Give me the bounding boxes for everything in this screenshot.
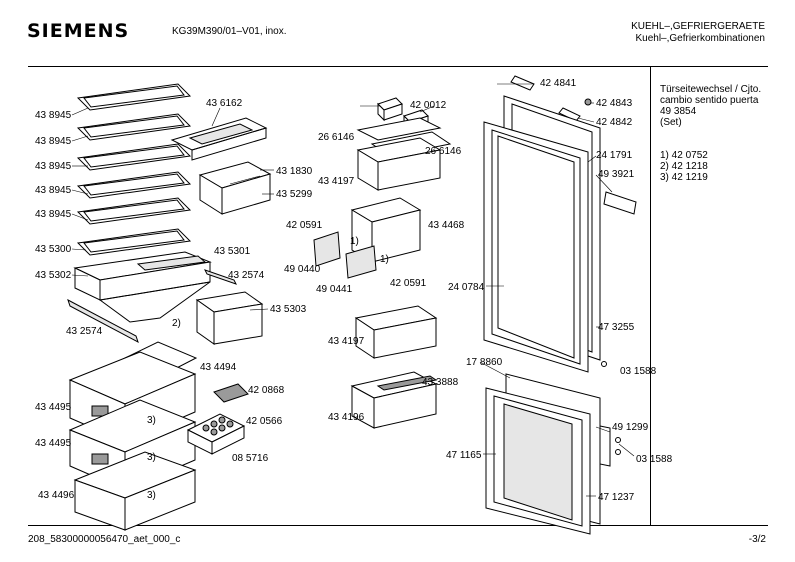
doors-illustration — [483, 75, 637, 535]
glass-shelves-illustration — [67, 83, 264, 345]
notes-divider — [650, 66, 651, 525]
part-label-p52: 47 1237 — [598, 492, 635, 503]
part-label-p14: 43 2574 — [66, 326, 103, 337]
part-label-p50: 03 1588 — [636, 454, 673, 465]
part-label-p22: 3) — [147, 490, 156, 501]
note-item-1: 1) 42 0752 — [660, 150, 708, 161]
part-label-p12: 43 2574 — [228, 270, 265, 281]
part-label-p36: 42 0591 — [390, 278, 427, 289]
ice-tray-illustration — [186, 383, 249, 455]
part-label-p3: 43 8945 — [35, 161, 72, 172]
part-label-p25: 08 5716 — [232, 453, 269, 464]
note-item-3: 3) 42 1219 — [660, 172, 708, 183]
part-label-p51: 47 1165 — [446, 450, 482, 461]
part-label-p37: 43 4197 — [328, 336, 365, 347]
note-title-4: (Set) — [660, 117, 682, 128]
category-subtitle: Kuehl–,Gefrierkombinationen — [635, 33, 765, 44]
part-label-p47: 17 8860 — [466, 357, 503, 368]
part-label-p1: 43 8945 — [35, 110, 72, 121]
part-label-p38: 43 3888 — [422, 377, 459, 388]
part-label-p42: 42 4842 — [596, 117, 633, 128]
part-label-p28: 26 6146 — [425, 146, 462, 157]
part-label-p23: 42 0868 — [248, 385, 285, 396]
part-label-p10: 43 5301 — [214, 246, 251, 257]
part-label-p17: 43 4495 — [35, 402, 72, 413]
note-title-2: cambio sentido puerta — [660, 95, 759, 106]
part-label-p21: 3) — [147, 452, 156, 463]
part-label-p48: 03 1588 — [620, 366, 657, 377]
freezer-drawers-illustration — [68, 341, 198, 531]
document-id: 208_58300000056470_aet_000_c — [28, 534, 181, 545]
part-label-p43: 24 1791 — [596, 150, 633, 161]
part-label-p18: 43 4495 — [35, 438, 72, 449]
note-item-2: 2) 42 1218 — [660, 161, 708, 172]
note-title-1: Türseitewechsel / Cjto. — [660, 84, 762, 95]
part-label-p32: 1) — [350, 236, 359, 247]
part-label-p46: 47 3255 — [598, 322, 635, 333]
part-label-p45: 24 0784 — [448, 282, 485, 293]
part-label-p30: 42 0591 — [286, 220, 323, 231]
part-label-p40: 42 4841 — [540, 78, 577, 89]
part-label-p29: 43 4197 — [318, 176, 355, 187]
footer-divider — [28, 525, 768, 526]
part-label-p41: 42 4843 — [596, 98, 633, 109]
model-number: KG39M390/01–V01, inox. — [172, 26, 287, 37]
part-label-p49: 49 1299 — [612, 422, 649, 433]
part-label-p8: 43 5299 — [276, 189, 313, 200]
part-label-p34: 49 0440 — [284, 264, 321, 275]
part-label-p31: 43 4468 — [428, 220, 465, 231]
part-label-p39: 43 4196 — [328, 412, 365, 423]
part-labels: 43 8945 43 8945 43 8945 43 8945 43 8945 43 61… — [35, 78, 673, 503]
part-label-p4: 43 8945 — [35, 185, 72, 196]
part-label-p16: 43 4494 — [200, 362, 237, 373]
brand-logo: SIEMENS — [27, 20, 130, 42]
part-label-p9: 43 5300 — [35, 244, 72, 255]
part-label-p11: 43 5302 — [35, 270, 72, 281]
part-label-p19: 43 4496 — [38, 490, 75, 501]
category-title: KUEHL–,GEFRIERGERAETE — [631, 21, 765, 32]
part-label-p15: 2) — [172, 318, 181, 329]
part-label-p13: 43 5303 — [270, 304, 307, 315]
part-label-p2: 43 8945 — [35, 136, 72, 147]
part-label-p7: 43 1830 — [276, 166, 313, 177]
part-label-p26: 42 0012 — [410, 100, 447, 111]
part-label-p44: 49 3921 — [598, 169, 635, 180]
page-number: -3/2 — [748, 534, 766, 545]
part-label-p27: 26 6146 — [318, 132, 355, 143]
part-label-p5: 43 8945 — [35, 209, 72, 220]
part-label-p35: 49 0441 — [316, 284, 353, 295]
part-label-p6: 43 6162 — [206, 98, 243, 109]
part-label-p33: 1) — [380, 254, 389, 265]
chiller-drawer-illustration — [170, 117, 272, 215]
note-title-3: 49 3854 — [660, 106, 697, 117]
leader-lines — [71, 83, 635, 497]
part-label-p24: 42 0566 — [246, 416, 283, 427]
door-racks-illustration — [313, 97, 452, 429]
header-divider — [28, 66, 768, 67]
part-label-p20: 3) — [147, 415, 156, 426]
